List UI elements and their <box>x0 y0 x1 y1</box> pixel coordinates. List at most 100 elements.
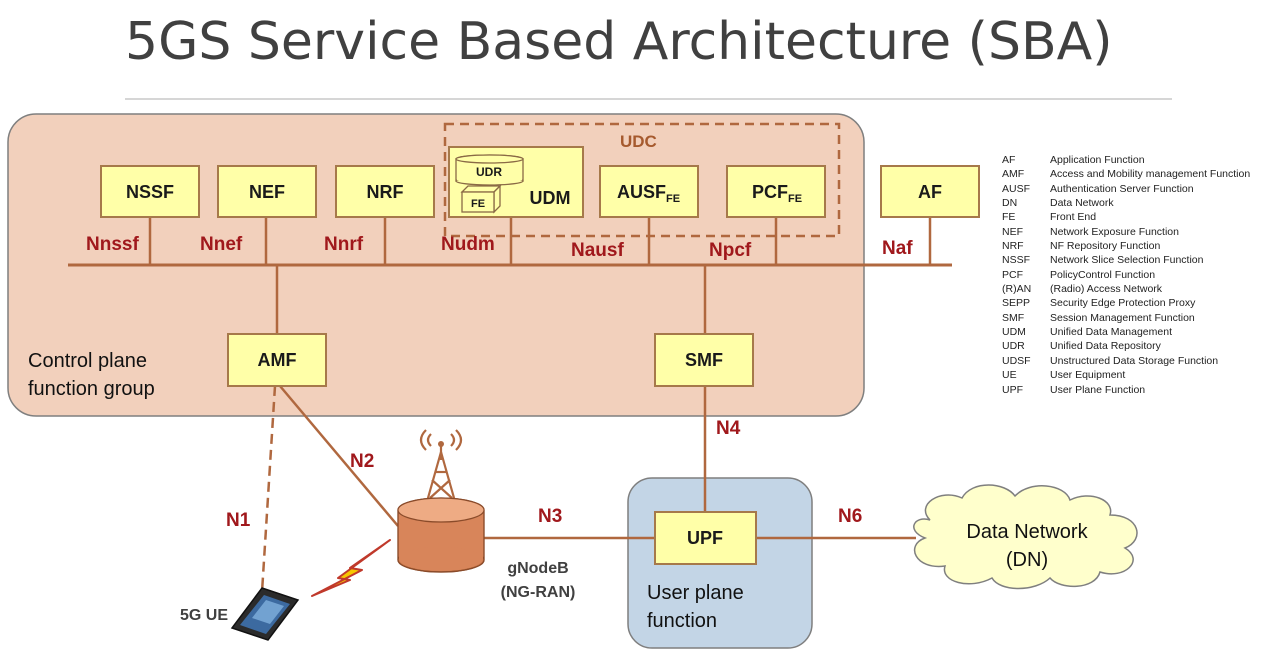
udr-label: UDR <box>476 165 502 179</box>
nssf-box[interactable]: NSSF <box>100 165 200 218</box>
pcf-box[interactable]: PCFFE <box>726 165 826 218</box>
data-network-label-line1: Data Network <box>966 521 1088 543</box>
legend-desc: Front End <box>1050 211 1097 224</box>
legend-abbr: UDR <box>1002 340 1025 353</box>
legend-desc: Data Network <box>1050 197 1114 210</box>
legend-desc: Network Slice Selection Function <box>1050 254 1204 267</box>
gnodeb-label-line1: gNodeB <box>507 560 568 577</box>
legend-abbr: UE <box>1002 369 1017 382</box>
legend-abbr: AF <box>1002 154 1016 166</box>
legend-desc: Network Exposure Function <box>1050 225 1179 238</box>
legend-desc: User Equipment <box>1050 369 1126 382</box>
n1-link <box>260 385 277 593</box>
udm-box[interactable]: UDM UDR FE <box>448 146 584 218</box>
upf-label: UPF <box>687 528 723 548</box>
slide-title: 5GS Service Based Architecture (SBA) <box>125 12 1113 72</box>
amf-box[interactable]: AMF <box>227 333 327 387</box>
interface-n4: N4 <box>716 418 741 439</box>
gnodeb-label-line2: (NG-RAN) <box>501 584 576 601</box>
data-network-label-line2: (DN) <box>1006 549 1048 571</box>
legend-desc: Session Management Function <box>1050 311 1195 324</box>
control-plane-label-line1: Control plane <box>28 350 147 372</box>
legend-desc: Security Edge Protection Proxy <box>1050 297 1196 310</box>
legend-abbr: NRF <box>1002 240 1024 253</box>
interface-nudm: Nudm <box>441 234 495 255</box>
interface-nnssf: Nnssf <box>86 234 139 255</box>
ausf-label: AUSFFE <box>617 182 680 205</box>
data-network-cloud-icon <box>913 484 1138 590</box>
nrf-box[interactable]: NRF <box>335 165 435 218</box>
legend-desc: Authentication Server Function <box>1050 182 1194 195</box>
nef-label: NEF <box>249 182 285 202</box>
ausf-box[interactable]: AUSFFE <box>599 165 699 218</box>
legend-abbr: NSSF <box>1002 254 1031 267</box>
legend-abbr: DN <box>1002 197 1018 210</box>
legend-abbr: FE <box>1002 211 1016 224</box>
smf-box[interactable]: SMF <box>654 333 754 387</box>
legend-row: UDR Unified Data Repository <box>1002 339 1250 353</box>
udc-group <box>443 122 841 238</box>
legend-row: SMF Session Management Function <box>1002 311 1250 325</box>
legend-desc: Access and Mobility management Function <box>1050 168 1251 181</box>
bus-connectors <box>148 217 932 540</box>
legend-abbr: SEPP <box>1002 297 1031 310</box>
smf-label: SMF <box>685 350 723 370</box>
udc-label: UDC <box>620 132 657 151</box>
ue-phone-icon[interactable] <box>230 587 300 641</box>
legend-abbr: UDSF <box>1002 354 1031 367</box>
legend-row: UDSF Unstructured Data Storage Function <box>1002 354 1250 368</box>
legend-row: DN Data Network <box>1002 196 1250 210</box>
legend-row: (R)AN (Radio) Access Network <box>1002 282 1250 296</box>
legend-row: SEPP Security Edge Protection Proxy <box>1002 296 1250 310</box>
legend-row: PCF PolicyControl Function <box>1002 268 1250 282</box>
af-box[interactable]: AF <box>880 165 980 218</box>
user-plane-label-line2: function <box>647 610 717 632</box>
legend-abbr: NEF <box>1002 225 1023 238</box>
fe-label: FE <box>471 198 485 210</box>
legend-desc: Unstructured Data Storage Function <box>1050 354 1219 367</box>
legend-desc: PolicyControl Function <box>1050 268 1156 281</box>
interface-n6: N6 <box>838 506 862 527</box>
legend-abbr: SMF <box>1002 311 1025 324</box>
interface-nnef: Nnef <box>200 234 243 255</box>
interface-nnrf: Nnrf <box>324 234 364 255</box>
legend-row: AMF Access and Mobility management Functi… <box>1002 167 1250 181</box>
ue-label: 5G UE <box>180 607 228 624</box>
legend-abbr: (R)AN <box>1002 283 1032 296</box>
control-plane-label-line2: function group <box>28 378 155 400</box>
radio-link-lightning-icon <box>311 539 391 597</box>
legend-row: UPF User Plane Function <box>1002 383 1250 397</box>
legend-abbr: UPF <box>1002 383 1023 396</box>
legend-abbr: AMF <box>1002 168 1025 181</box>
af-label: AF <box>918 182 942 202</box>
udr-database-icon: UDR <box>455 154 524 186</box>
upf-box[interactable]: UPF <box>654 511 757 565</box>
interface-npcf: Npcf <box>709 240 752 261</box>
legend-desc: Application Function <box>1050 154 1145 166</box>
user-plane-label-line1: User plane <box>647 582 744 604</box>
legend-desc: User Plane Function <box>1050 383 1146 396</box>
legend-row: AF Application Function <box>1002 153 1250 167</box>
gnodeb-antenna-icon <box>419 429 463 506</box>
legend-abbr: UDM <box>1002 326 1026 339</box>
nssf-label: NSSF <box>126 182 174 202</box>
legend-desc: Unified Data Repository <box>1050 340 1161 353</box>
interface-n2: N2 <box>350 451 374 472</box>
gnodeb-base-icon <box>397 497 485 573</box>
nef-box[interactable]: NEF <box>217 165 317 218</box>
interface-nausf: Nausf <box>571 240 624 261</box>
legend-row: UE User Equipment <box>1002 368 1250 382</box>
fe-cube-icon: FE <box>460 184 502 214</box>
legend-abbr: PCF <box>1002 268 1023 281</box>
legend-row: NSSF Network Slice Selection Function <box>1002 253 1250 267</box>
legend-desc: (Radio) Access Network <box>1050 283 1163 296</box>
udm-label: UDM <box>530 188 571 208</box>
interface-naf: Naf <box>882 238 913 259</box>
pcf-label: PCFFE <box>752 182 802 205</box>
